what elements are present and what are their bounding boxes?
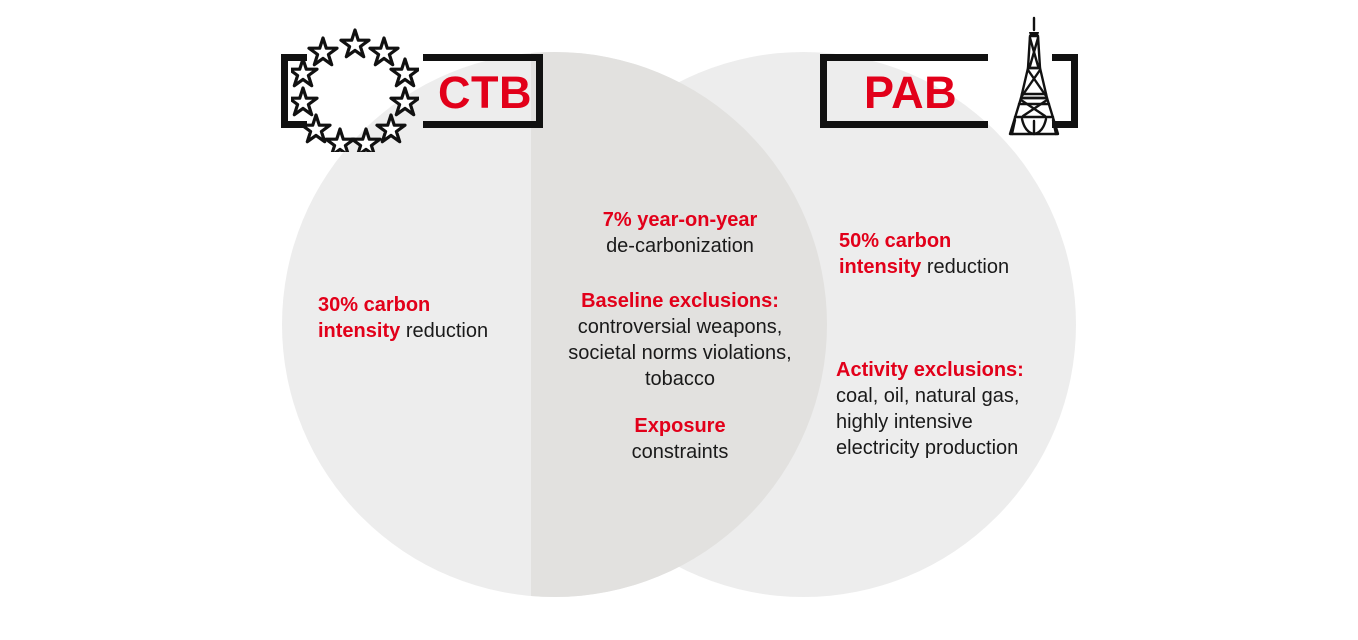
- pab-carbon-intensity-normal: reduction: [926, 256, 1010, 278]
- overlap-decarbonization-normal: de-carbonization: [606, 235, 754, 257]
- badge-top-rule: [820, 54, 988, 61]
- overlap-decarbonization-item: 7% year-on-year de-carbonization: [545, 207, 815, 259]
- pab-carbon-intensity-highlight-2: intensity: [839, 256, 922, 278]
- bracket-left-icon: [281, 54, 307, 128]
- eiffel-tower-icon: [1008, 16, 1060, 136]
- ctb-label: CTB: [438, 67, 532, 118]
- bracket-left-icon: [820, 54, 846, 128]
- badge-bottom-rule: [423, 121, 543, 128]
- overlap-baseline-exclusions-line-1: controversial weapons,: [577, 316, 783, 338]
- pab-activity-exclusions-block: Activity exclusions: coal, oil, natural …: [836, 357, 1076, 461]
- pab-activity-exclusions-line-3: electricity production: [836, 437, 1019, 459]
- bracket-right-icon: [1052, 54, 1078, 128]
- badge-top-rule: [423, 54, 543, 61]
- pab-carbon-intensity-item: 50% carbon intensity reduction: [839, 228, 1074, 280]
- pab-activity-exclusions-line-2: highly intensive: [836, 411, 973, 433]
- ctb-carbon-intensity-normal: reduction: [405, 320, 489, 342]
- overlap-baseline-exclusions-heading: Baseline exclusions:: [581, 290, 779, 312]
- overlap-exposure-constraints-block: Exposure constraints: [545, 413, 815, 465]
- overlap-baseline-exclusions-line-2: societal norms violations,: [568, 342, 792, 364]
- pab-logo-badge: PAB: [820, 16, 1078, 136]
- pab-activity-exclusions-heading: Activity exclusions:: [836, 359, 1024, 381]
- overlap-baseline-exclusions-item: Baseline exclusions: controversial weapo…: [545, 288, 815, 392]
- pab-label: PAB: [864, 67, 958, 118]
- overlap-decarbonization-highlight: 7% year-on-year: [602, 209, 758, 231]
- ctb-only-text-block: 30% carbon intensity reduction: [318, 292, 528, 344]
- badge-bottom-rule: [820, 121, 988, 128]
- ctb-carbon-intensity-item: 30% carbon intensity reduction: [318, 292, 528, 344]
- overlap-decarbonization-block: 7% year-on-year de-carbonization: [545, 207, 815, 259]
- pab-activity-exclusions-line-1: coal, oil, natural gas,: [836, 385, 1020, 407]
- overlap-exposure-highlight: Exposure: [634, 415, 726, 437]
- overlap-baseline-exclusions-line-3: tobacco: [644, 368, 716, 390]
- ctb-carbon-intensity-highlight-1: 30% carbon: [318, 294, 431, 316]
- pab-carbon-intensity-highlight-1: 50% carbon: [839, 230, 952, 252]
- ctb-carbon-intensity-highlight-2: intensity: [318, 320, 401, 342]
- venn-overlap-region: [531, 52, 827, 597]
- pab-carbon-intensity-block: 50% carbon intensity reduction: [839, 228, 1074, 280]
- eu-stars-icon: [291, 28, 419, 152]
- ctb-logo-badge: CTB: [281, 28, 543, 152]
- overlap-exposure-normal: constraints: [631, 441, 729, 463]
- overlap-baseline-exclusions-block: Baseline exclusions: controversial weapo…: [545, 288, 815, 392]
- pab-activity-exclusions-item: Activity exclusions: coal, oil, natural …: [836, 357, 1076, 461]
- overlap-exposure-constraints-item: Exposure constraints: [545, 413, 815, 465]
